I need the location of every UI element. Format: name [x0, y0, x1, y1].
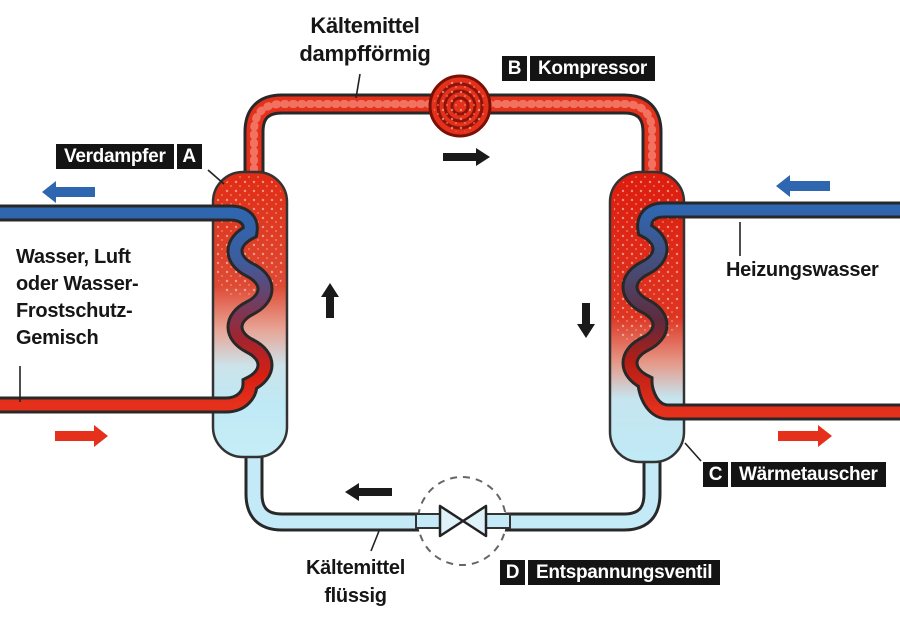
tag-label-waermetauscher: Wärmetauscher — [731, 462, 886, 487]
label-refrigerant-liquid: Kältemittel flüssig — [306, 557, 405, 607]
tag-letter-c: C — [703, 462, 728, 487]
tag-verdampfer: Verdampfer A — [56, 144, 202, 169]
tag-label-entspannungsventil: Entspannungsventil — [528, 560, 721, 585]
flow-arrow-left-icon — [345, 483, 392, 501]
tag-entspannungsventil: D Entspannungsventil — [500, 560, 721, 585]
tag-waermetauscher: C Wärmetauscher — [703, 462, 886, 487]
flow-arrows — [321, 148, 595, 501]
flow-arrow-up-icon — [321, 283, 339, 318]
tag-letter-b: B — [502, 56, 527, 81]
label-refrigerant-vapor: Kältemittel dampfförmig — [299, 13, 431, 66]
flow-arrow-right-icon — [443, 148, 490, 166]
label-source-medium: Wasser, Luft oder Wasser- Frostschutz- G… — [16, 246, 139, 349]
flow-arrow-down-icon — [577, 303, 595, 338]
return-water-in-arrow-icon — [776, 175, 830, 197]
tag-letter-a: A — [176, 144, 202, 169]
hot-water-arrows — [55, 425, 832, 447]
warm-water-in-arrow-icon — [55, 425, 108, 447]
tag-kompressor: B Kompressor — [502, 56, 655, 81]
compressor-icon — [428, 74, 492, 138]
label-heizungswasser: Heizungswasser — [726, 259, 879, 281]
tag-label-verdampfer: Verdampfer — [56, 144, 174, 169]
water-arrows — [42, 175, 830, 203]
expansion-valve-icon — [415, 476, 511, 566]
source-water-coil — [0, 204, 274, 414]
cold-water-out-arrow-icon — [42, 181, 95, 203]
heating-water-coil — [621, 201, 900, 421]
hot-water-out-arrow-icon — [778, 425, 832, 447]
tag-letter-d: D — [500, 560, 525, 585]
pointer-lines — [19, 73, 741, 552]
tag-label-kompressor: Kompressor — [530, 56, 655, 81]
